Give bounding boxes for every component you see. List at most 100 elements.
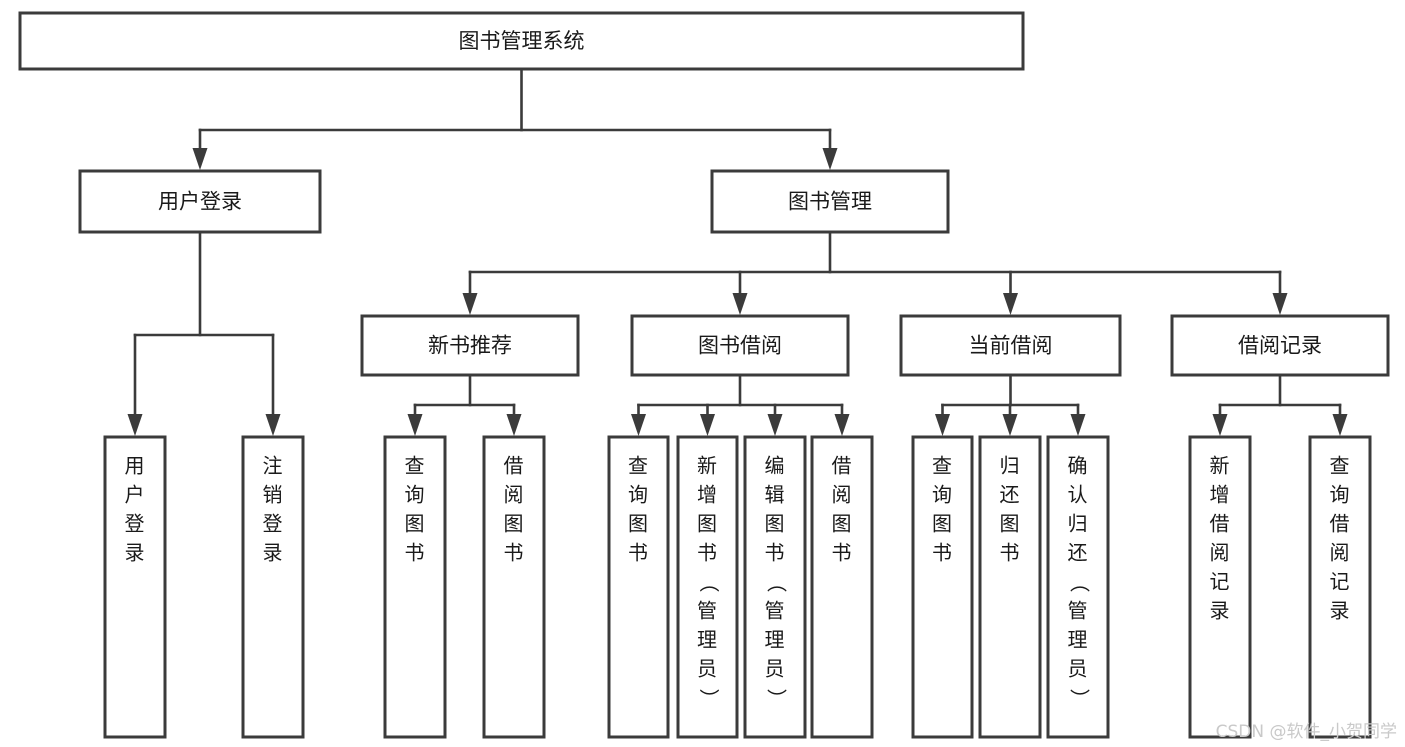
node-label-char: 阅	[1210, 541, 1231, 565]
node-box[interactable]	[1046, 435, 1110, 739]
node-label: 图书管理系统	[459, 29, 585, 53]
node-label-char: 查	[1330, 454, 1351, 478]
node-label: 图书借阅	[698, 334, 782, 358]
arrow-head-icon	[1272, 293, 1288, 315]
arrow-head-icon	[506, 414, 522, 436]
node-label-char: 询	[628, 483, 649, 507]
node-label-char: 书	[765, 541, 786, 565]
arrow-head-icon	[834, 414, 850, 436]
node-box[interactable]	[1308, 435, 1372, 739]
connectors-layer	[127, 67, 1348, 436]
node-box[interactable]	[743, 435, 807, 739]
arrow-head-icon	[1002, 414, 1018, 436]
arrow-head-icon	[1212, 414, 1228, 436]
node-leaf-logout-login[interactable]: 注销登录注销登录	[241, 435, 305, 739]
node-root[interactable]: 图书管理系统	[18, 11, 1025, 71]
connector-group	[631, 373, 850, 436]
node-label-char: 书	[697, 541, 718, 565]
node-label-char: 书	[932, 541, 953, 565]
node-label-char: 员	[697, 657, 718, 681]
node-box[interactable]	[911, 435, 974, 739]
node-label-char: 户	[125, 483, 146, 507]
connector-group	[192, 67, 838, 170]
node-label-char: 书	[504, 541, 525, 565]
node-label-char: 还	[1000, 483, 1021, 507]
node-label-char: 图	[504, 512, 525, 536]
connector-group	[935, 373, 1086, 436]
node-label-char: 图	[1000, 512, 1021, 536]
node-leaf-query-borrow-rec[interactable]: 查询借阅记录查询借阅记录	[1308, 435, 1372, 739]
node-label: 新书推荐	[428, 334, 512, 358]
node-label-char: 管	[1068, 599, 1089, 623]
arrow-head-icon	[732, 293, 748, 315]
node-box[interactable]	[482, 435, 546, 739]
node-label-char: 登	[125, 512, 146, 536]
node-borrow-records[interactable]: 借阅记录	[1170, 314, 1390, 377]
node-label: 用户登录	[158, 190, 242, 214]
node-box[interactable]	[360, 314, 580, 377]
node-label-char: 编	[765, 454, 786, 478]
node-box[interactable]	[810, 435, 874, 739]
node-box[interactable]	[18, 11, 1025, 71]
node-box[interactable]	[978, 435, 1042, 739]
node-label: 借阅记录	[1238, 334, 1322, 358]
node-leaf-query-book-rec[interactable]: 查询图书查询图书	[383, 435, 447, 739]
arrow-head-icon	[1332, 414, 1348, 436]
node-label-char: 录	[1210, 599, 1231, 623]
node-label-char: 图	[765, 512, 786, 536]
node-label-char: 确	[1068, 454, 1089, 478]
node-box[interactable]	[1188, 435, 1252, 739]
node-book-management[interactable]: 图书管理	[710, 169, 950, 234]
node-label-char: 增	[697, 483, 718, 507]
node-label-char: 询	[1330, 483, 1351, 507]
node-label-char: 归	[1068, 512, 1089, 536]
node-label-char: 录	[1330, 599, 1351, 623]
node-label-char: 销	[263, 483, 284, 507]
node-label-char: ）	[765, 689, 789, 710]
node-label-char: 借	[1330, 512, 1351, 536]
node-label-char: 书	[832, 541, 853, 565]
node-box[interactable]	[78, 169, 322, 234]
node-label-char: 借	[504, 454, 525, 478]
node-label-char: （	[1068, 573, 1092, 594]
node-label-char: 管	[765, 599, 786, 623]
node-label-char: 记	[1330, 570, 1351, 594]
node-current-borrow[interactable]: 当前借阅	[899, 314, 1122, 377]
node-label-char: 图	[405, 512, 426, 536]
node-box[interactable]	[710, 169, 950, 234]
node-box[interactable]	[676, 435, 739, 739]
node-label-char: 询	[932, 483, 953, 507]
node-leaf-query-book-cur[interactable]: 查询图书查询图书	[911, 435, 974, 739]
node-box[interactable]	[630, 314, 850, 377]
arrow-head-icon	[127, 414, 143, 436]
node-label-char: 辑	[765, 483, 786, 507]
node-box[interactable]	[103, 435, 167, 739]
node-label-char: 阅	[504, 483, 525, 507]
node-leaf-borrow-book-rec[interactable]: 借阅图书借阅图书	[482, 435, 546, 739]
node-user-login[interactable]: 用户登录	[78, 169, 322, 234]
node-box[interactable]	[899, 314, 1122, 377]
node-label-char: 理	[697, 628, 718, 652]
node-leaf-return-book[interactable]: 归还图书归还图书	[978, 435, 1042, 739]
node-label-char: 图	[832, 512, 853, 536]
node-box[interactable]	[383, 435, 447, 739]
node-label-char: ）	[1068, 689, 1092, 710]
node-label-char: 归	[1000, 454, 1021, 478]
node-box[interactable]	[241, 435, 305, 739]
node-box[interactable]	[607, 435, 670, 739]
connector-group	[407, 373, 522, 436]
node-leaf-borrow-book-bor[interactable]: 借阅图书借阅图书	[810, 435, 874, 739]
node-label-char: 认	[1068, 483, 1089, 507]
node-box[interactable]	[1170, 314, 1390, 377]
node-leaf-add-borrow-record[interactable]: 新增借阅记录新增借阅记录	[1188, 435, 1252, 739]
node-leaf-user-login[interactable]: 用户登录用户登录	[103, 435, 167, 739]
node-label-char: ）	[697, 689, 721, 710]
node-leaf-query-book-bor[interactable]: 查询图书查询图书	[607, 435, 670, 739]
node-new-book-recommend[interactable]: 新书推荐	[360, 314, 580, 377]
node-book-borrow[interactable]: 图书借阅	[630, 314, 850, 377]
